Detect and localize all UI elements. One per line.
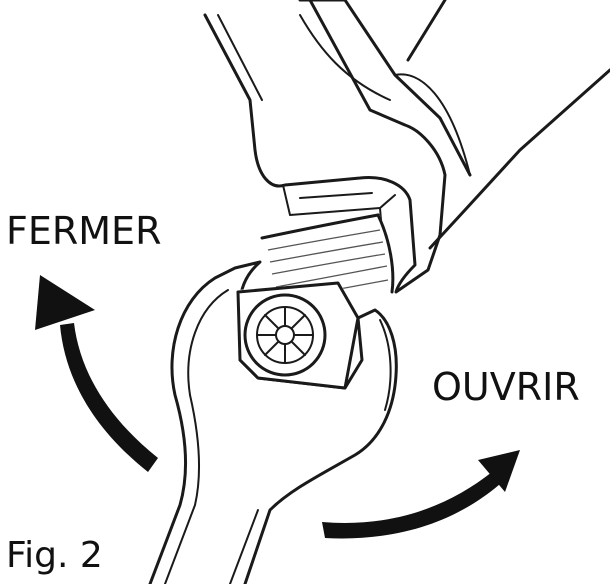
close-label: FERMER — [6, 209, 162, 253]
figure-caption: Fig. 2 — [6, 535, 103, 576]
hex-nut — [236, 281, 360, 390]
pipe — [298, 0, 610, 250]
close-direction-arrow — [35, 275, 158, 472]
open-label: OUVRIR — [432, 365, 580, 409]
open-direction-arrow — [322, 450, 520, 539]
